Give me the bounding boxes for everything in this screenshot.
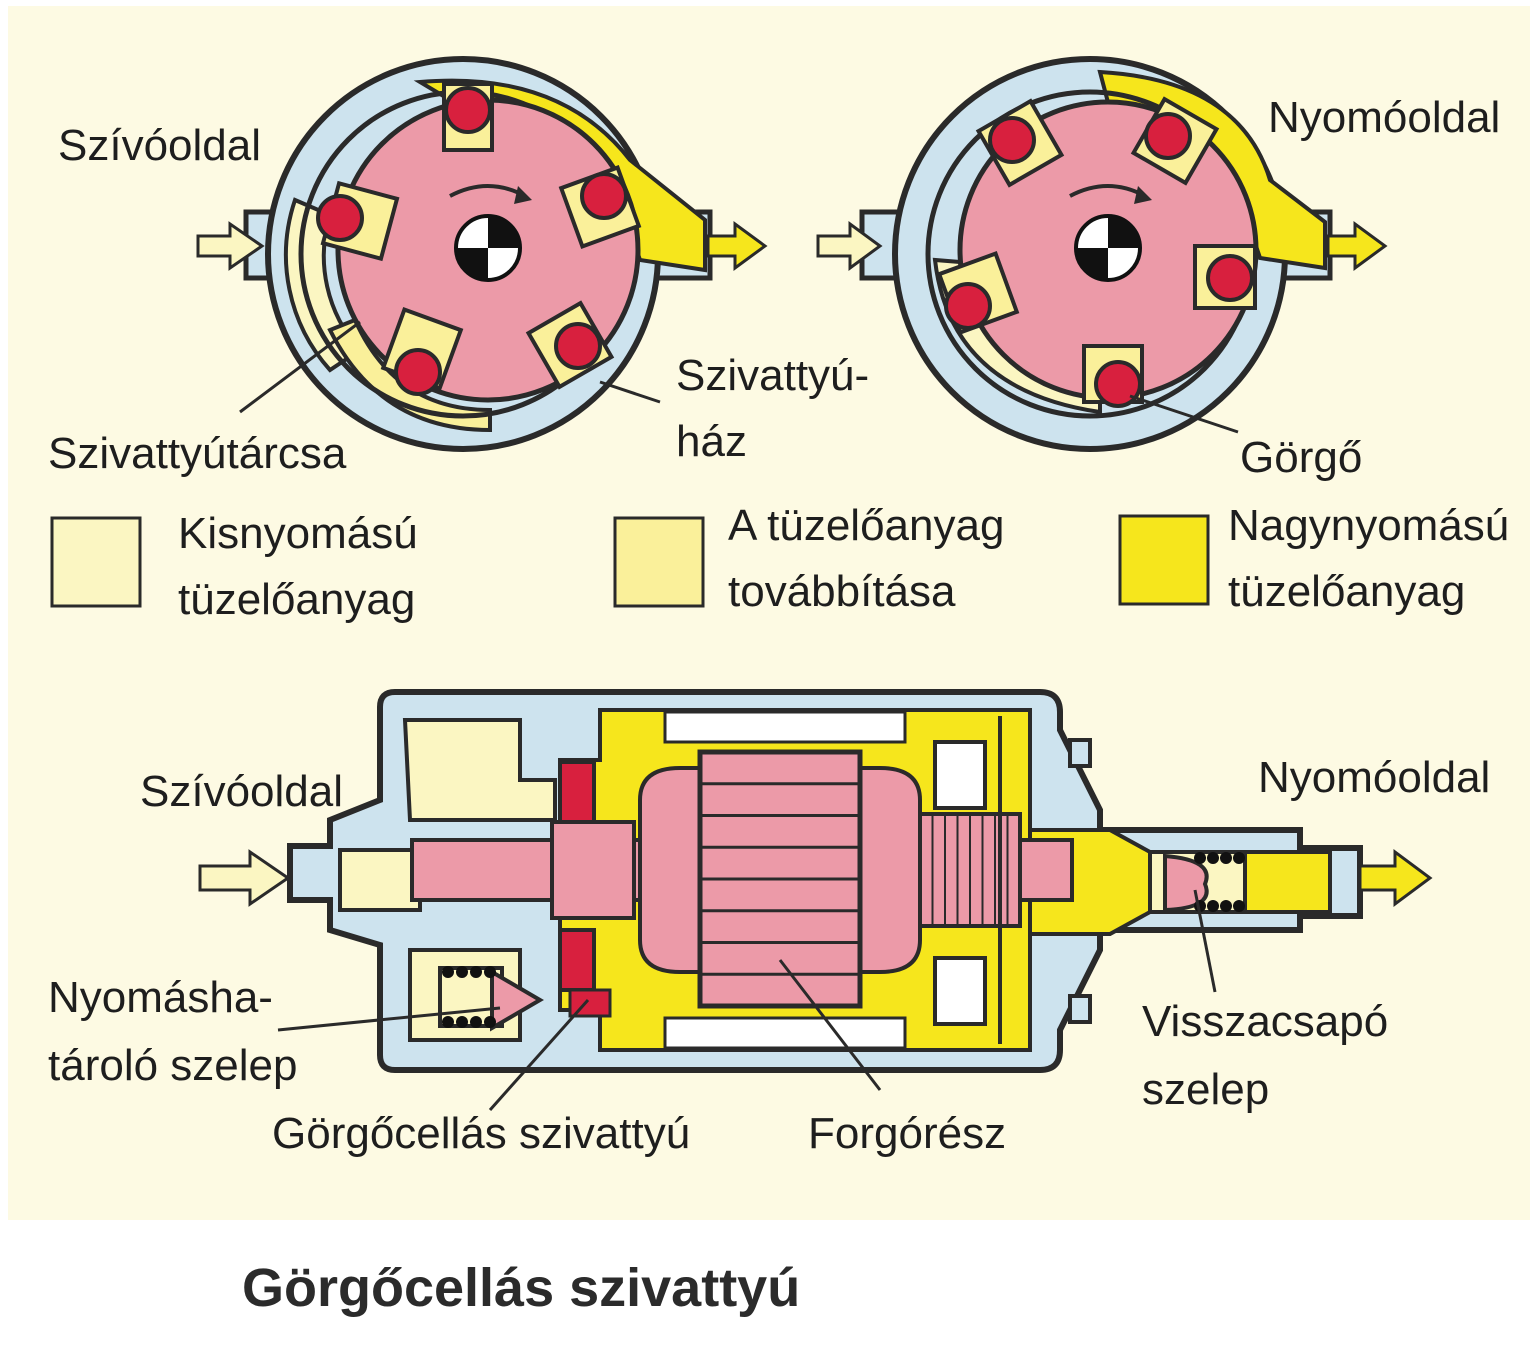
legend-label-high-line2: tüzelőanyag	[1228, 567, 1465, 616]
roller	[580, 172, 628, 220]
label-pressure-side-bottom: Nyomóoldal	[1258, 753, 1490, 802]
roller-cell-roller	[568, 988, 612, 1018]
spring-coil	[1207, 852, 1219, 864]
label-relief-valve-line1: Nyomásha-	[48, 973, 273, 1022]
legend-label-transfer-line2: továbbítása	[728, 567, 956, 616]
roller	[444, 86, 492, 134]
label-pump-housing-line2: ház	[676, 417, 747, 466]
outlet-flow-arrow-icon	[1358, 849, 1433, 907]
check-valve-spring	[1194, 852, 1245, 912]
hub-quadrant	[488, 216, 520, 248]
housing-tab	[1068, 738, 1092, 768]
spring-coil	[1207, 900, 1219, 912]
spring-coil	[1194, 852, 1206, 864]
roller	[316, 194, 364, 242]
spring-coil	[456, 1016, 468, 1028]
legend	[50, 514, 1210, 608]
spring-coil	[484, 1016, 496, 1028]
roller-cell-roller	[558, 928, 596, 992]
commutator-segment-lines	[931, 814, 1009, 926]
roller	[988, 116, 1036, 164]
bottom-pump-longitudinal-section	[198, 689, 1433, 1111]
outlet-flow-arrow-icon	[706, 221, 768, 271]
rotor-lamination-lines	[700, 782, 860, 976]
label-check-valve-line1: Visszacsapó	[1142, 997, 1388, 1046]
figure-caption: Görgőcellás szivattyú	[242, 1258, 800, 1318]
top-left-pump-cross-section	[196, 56, 768, 452]
inlet-channel	[338, 848, 422, 912]
carbon-brush	[933, 956, 987, 1026]
legend-swatch-transfer	[613, 516, 705, 608]
legend-label-low-line1: Kisnyomású	[178, 509, 418, 558]
rotation-arrowhead-icon	[514, 186, 532, 204]
carbon-brush	[933, 740, 987, 810]
label-pump-housing-line1: Szivattyú-	[676, 351, 869, 400]
rotation-arrowhead-icon	[1134, 186, 1152, 204]
spring-coil	[484, 966, 496, 978]
spring-coil	[1220, 900, 1232, 912]
relief-valve-spring	[442, 966, 496, 1028]
roller	[1206, 254, 1254, 302]
spring-coil	[470, 966, 482, 978]
spring-coil	[456, 966, 468, 978]
legend-label-high-line1: Nagynyomású	[1228, 501, 1509, 550]
relief-valve-cone	[490, 968, 544, 1032]
spring-coil	[1233, 852, 1245, 864]
roller	[1094, 360, 1142, 408]
roller	[1144, 112, 1192, 160]
housing-slot	[663, 1016, 907, 1050]
roller	[944, 282, 992, 330]
low-pressure-chamber-top	[402, 718, 557, 822]
label-pump-disc: Szivattyútárcsa	[48, 429, 347, 478]
spring-coil	[1220, 852, 1232, 864]
roller	[394, 348, 442, 396]
inlet-flow-arrow-icon	[816, 221, 883, 271]
label-suction-side-bottom: Szívóoldal	[140, 767, 343, 816]
label-roller: Görgő	[1240, 433, 1362, 482]
label-check-valve-line2: szelep	[1142, 1065, 1269, 1114]
spring-coil	[1233, 900, 1245, 912]
leader-line	[488, 999, 590, 1111]
label-roller-cell-pump: Görgőcellás szivattyú	[272, 1109, 690, 1158]
spring-coil	[470, 1016, 482, 1028]
leader-line	[277, 1006, 501, 1032]
roller-cell-pump-block	[550, 820, 636, 920]
top-right-pump-cross-section	[816, 56, 1388, 452]
roller-cell-roller	[558, 760, 596, 824]
inlet-flow-arrow-icon	[198, 849, 291, 907]
outlet-flow-arrow-icon	[1326, 221, 1388, 271]
hub-quadrant	[1076, 248, 1108, 280]
housing-tab	[1068, 994, 1092, 1024]
legend-label-transfer-line1: A tüzelőanyag	[728, 501, 1004, 550]
leader-line	[239, 320, 361, 414]
leader-line	[1193, 889, 1217, 993]
legend-swatch-low-pressure	[50, 516, 142, 608]
legend-swatch-high-pressure	[1118, 514, 1210, 606]
hub-quadrant	[1108, 216, 1140, 248]
hub-quadrant	[456, 248, 488, 280]
spring-coil	[442, 1016, 454, 1028]
label-rotor: Forgórész	[808, 1109, 1006, 1158]
housing-slot	[663, 710, 907, 744]
spring-coil	[442, 966, 454, 978]
leader-line	[599, 380, 661, 404]
label-suction-side-top: Szívóoldal	[58, 121, 261, 170]
label-pressure-side-top: Nyomóoldal	[1268, 93, 1500, 142]
inlet-flow-arrow-icon	[196, 221, 265, 271]
roller	[554, 322, 602, 370]
legend-label-low-line2: tüzelőanyag	[178, 575, 415, 624]
leader-line	[778, 959, 882, 1091]
leader-line	[1129, 394, 1239, 434]
label-relief-valve-line2: tároló szelep	[48, 1041, 297, 1090]
